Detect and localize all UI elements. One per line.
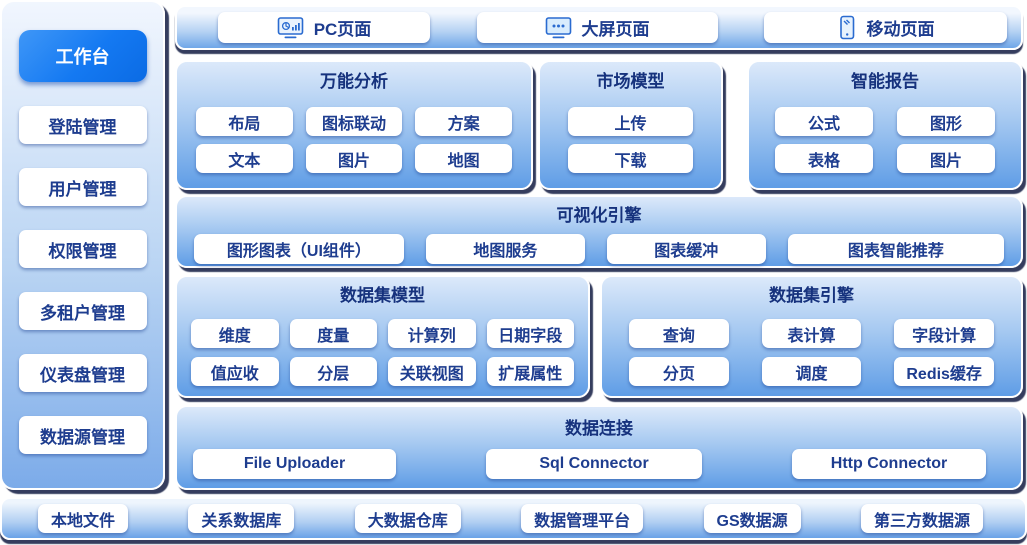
sidebar-item-workbench[interactable]: 工作台 bbox=[18, 30, 147, 82]
sidebar: 工作台 登陆管理 用户管理 权限管理 多租户管理 仪表盘管理 数据源管理 bbox=[0, 0, 165, 490]
chip-chart-buffer[interactable]: 图表缓冲 bbox=[606, 234, 766, 264]
page-types-bar: PC页面 大屏页面 bbox=[175, 5, 1023, 50]
chip-big-data-warehouse[interactable]: 大数据仓库 bbox=[354, 504, 461, 533]
sidebar-item-datasource-mgmt[interactable]: 数据源管理 bbox=[18, 416, 147, 454]
chip-value-receive[interactable]: 值应收 bbox=[191, 357, 279, 386]
topbar-item-mobile-page[interactable]: 移动页面 bbox=[764, 12, 1007, 43]
chip-http-connector[interactable]: Http Connector bbox=[792, 449, 986, 479]
bigscreen-monitor-dots-icon bbox=[545, 16, 572, 40]
sidebar-item-user-mgmt[interactable]: 用户管理 bbox=[18, 168, 147, 206]
panel-chip-row: 图形图表（UI组件） 地图服务 图表缓冲 图表智能推荐 bbox=[177, 234, 1021, 264]
chip-linked-view[interactable]: 关联视图 bbox=[388, 357, 476, 386]
chip-image[interactable]: 图片 bbox=[305, 144, 403, 173]
chip-measure[interactable]: 度量 bbox=[289, 319, 377, 348]
chip-calc-column[interactable]: 计算列 bbox=[388, 319, 476, 348]
chip-upload[interactable]: 上传 bbox=[568, 107, 693, 136]
panel-title: 数据集模型 bbox=[340, 286, 425, 305]
chip-dimension[interactable]: 维度 bbox=[191, 319, 279, 348]
panel-chip-grid: 公式 图形 表格 图片 bbox=[749, 107, 1021, 173]
chip-query[interactable]: 查询 bbox=[629, 319, 729, 348]
chip-file-uploader[interactable]: File Uploader bbox=[193, 449, 396, 479]
chip-sql-connector[interactable]: Sql Connector bbox=[486, 449, 702, 479]
panel-chip-grid: 上传 下载 bbox=[540, 107, 721, 173]
chip-relational-db[interactable]: 关系数据库 bbox=[188, 504, 295, 533]
chip-download[interactable]: 下载 bbox=[568, 144, 693, 173]
chip-graphic[interactable]: 图形 bbox=[897, 107, 995, 136]
chip-local-file[interactable]: 本地文件 bbox=[38, 504, 129, 533]
chip-gs-datasource[interactable]: GS数据源 bbox=[703, 504, 801, 533]
chip-picture[interactable]: 图片 bbox=[897, 144, 995, 173]
topbar-item-label: 移动页面 bbox=[866, 20, 935, 39]
chip-date-field[interactable]: 日期字段 bbox=[486, 319, 574, 348]
panel-chip-grid: 布局 图标联动 方案 文本 图片 地图 bbox=[177, 107, 531, 173]
topbar-item-pc-page[interactable]: PC页面 bbox=[218, 12, 430, 43]
data-sources-bar: 本地文件 关系数据库 大数据仓库 数据管理平台 GS数据源 第三方数据源 bbox=[0, 497, 1027, 540]
panel-smart-report: 智能报告 公式 图形 表格 图片 bbox=[747, 60, 1023, 190]
panel-title: 可视化引擎 bbox=[556, 206, 642, 225]
main-column: PC页面 大屏页面 bbox=[175, 0, 1023, 545]
chip-extended-attr[interactable]: 扩展属性 bbox=[486, 357, 574, 386]
chip-hierarchy[interactable]: 分层 bbox=[289, 357, 377, 386]
topbar-item-label: 大屏页面 bbox=[581, 20, 650, 39]
mobile-phone-icon bbox=[837, 15, 857, 41]
panel-dataset-model: 数据集模型 维度 度量 计算列 日期字段 值应收 分层 关联视图 扩展属性 bbox=[175, 275, 590, 398]
pc-monitor-chart-icon bbox=[277, 16, 304, 40]
sidebar-item-dashboard-mgmt[interactable]: 仪表盘管理 bbox=[18, 354, 147, 392]
topbar-item-label: PC页面 bbox=[313, 20, 372, 39]
panel-title: 万能分析 bbox=[320, 72, 388, 91]
chip-scheme[interactable]: 方案 bbox=[415, 107, 512, 136]
panel-chip-row: File Uploader Sql Connector Http Connect… bbox=[177, 449, 1021, 479]
panel-dataset-engine: 数据集引擎 查询 表计算 字段计算 分页 调度 Redis缓存 bbox=[600, 275, 1023, 398]
sidebar-item-tenant-mgmt[interactable]: 多租户管理 bbox=[18, 292, 147, 330]
chip-pagination[interactable]: 分页 bbox=[629, 357, 729, 386]
chip-formula[interactable]: 公式 bbox=[775, 107, 873, 136]
chip-field-calc[interactable]: 字段计算 bbox=[894, 319, 994, 348]
chip-data-mgmt-platform[interactable]: 数据管理平台 bbox=[521, 504, 644, 533]
panel-market-model: 市场模型 上传 下载 bbox=[538, 60, 723, 190]
sidebar-item-permission-mgmt[interactable]: 权限管理 bbox=[18, 230, 147, 268]
chip-layout[interactable]: 布局 bbox=[196, 107, 293, 136]
panel-chip-grid: 查询 表计算 字段计算 分页 调度 Redis缓存 bbox=[602, 319, 1021, 386]
topbar-item-bigscreen-page[interactable]: 大屏页面 bbox=[476, 12, 718, 43]
chip-map-service[interactable]: 地图服务 bbox=[425, 234, 585, 264]
panel-chip-grid: 维度 度量 计算列 日期字段 值应收 分层 关联视图 扩展属性 bbox=[177, 319, 588, 386]
panel-data-connect: 数据连接 File Uploader Sql Connector Http Co… bbox=[175, 405, 1023, 490]
chip-chart-linkage[interactable]: 图标联动 bbox=[305, 107, 403, 136]
chip-map[interactable]: 地图 bbox=[415, 144, 512, 173]
panel-title: 数据集引擎 bbox=[769, 286, 854, 305]
chip-redis-cache[interactable]: Redis缓存 bbox=[894, 357, 994, 386]
sidebar-item-login-mgmt[interactable]: 登陆管理 bbox=[18, 106, 147, 144]
panel-title: 智能报告 bbox=[851, 72, 919, 91]
panel-viz-engine: 可视化引擎 图形图表（UI组件） 地图服务 图表缓冲 图表智能推荐 bbox=[175, 195, 1023, 268]
chip-ui-charts[interactable]: 图形图表（UI组件） bbox=[194, 234, 404, 264]
panel-universal-analysis: 万能分析 布局 图标联动 方案 文本 图片 地图 bbox=[175, 60, 533, 190]
chip-chart-recommend[interactable]: 图表智能推荐 bbox=[787, 234, 1004, 264]
chip-table-calc[interactable]: 表计算 bbox=[761, 319, 862, 348]
chip-scheduling[interactable]: 调度 bbox=[761, 357, 862, 386]
panel-title: 数据连接 bbox=[565, 419, 633, 438]
panel-title: 市场模型 bbox=[596, 72, 665, 91]
chip-text[interactable]: 文本 bbox=[196, 144, 293, 173]
chip-thirdparty-datasource[interactable]: 第三方数据源 bbox=[860, 504, 983, 533]
chip-table[interactable]: 表格 bbox=[775, 144, 873, 173]
